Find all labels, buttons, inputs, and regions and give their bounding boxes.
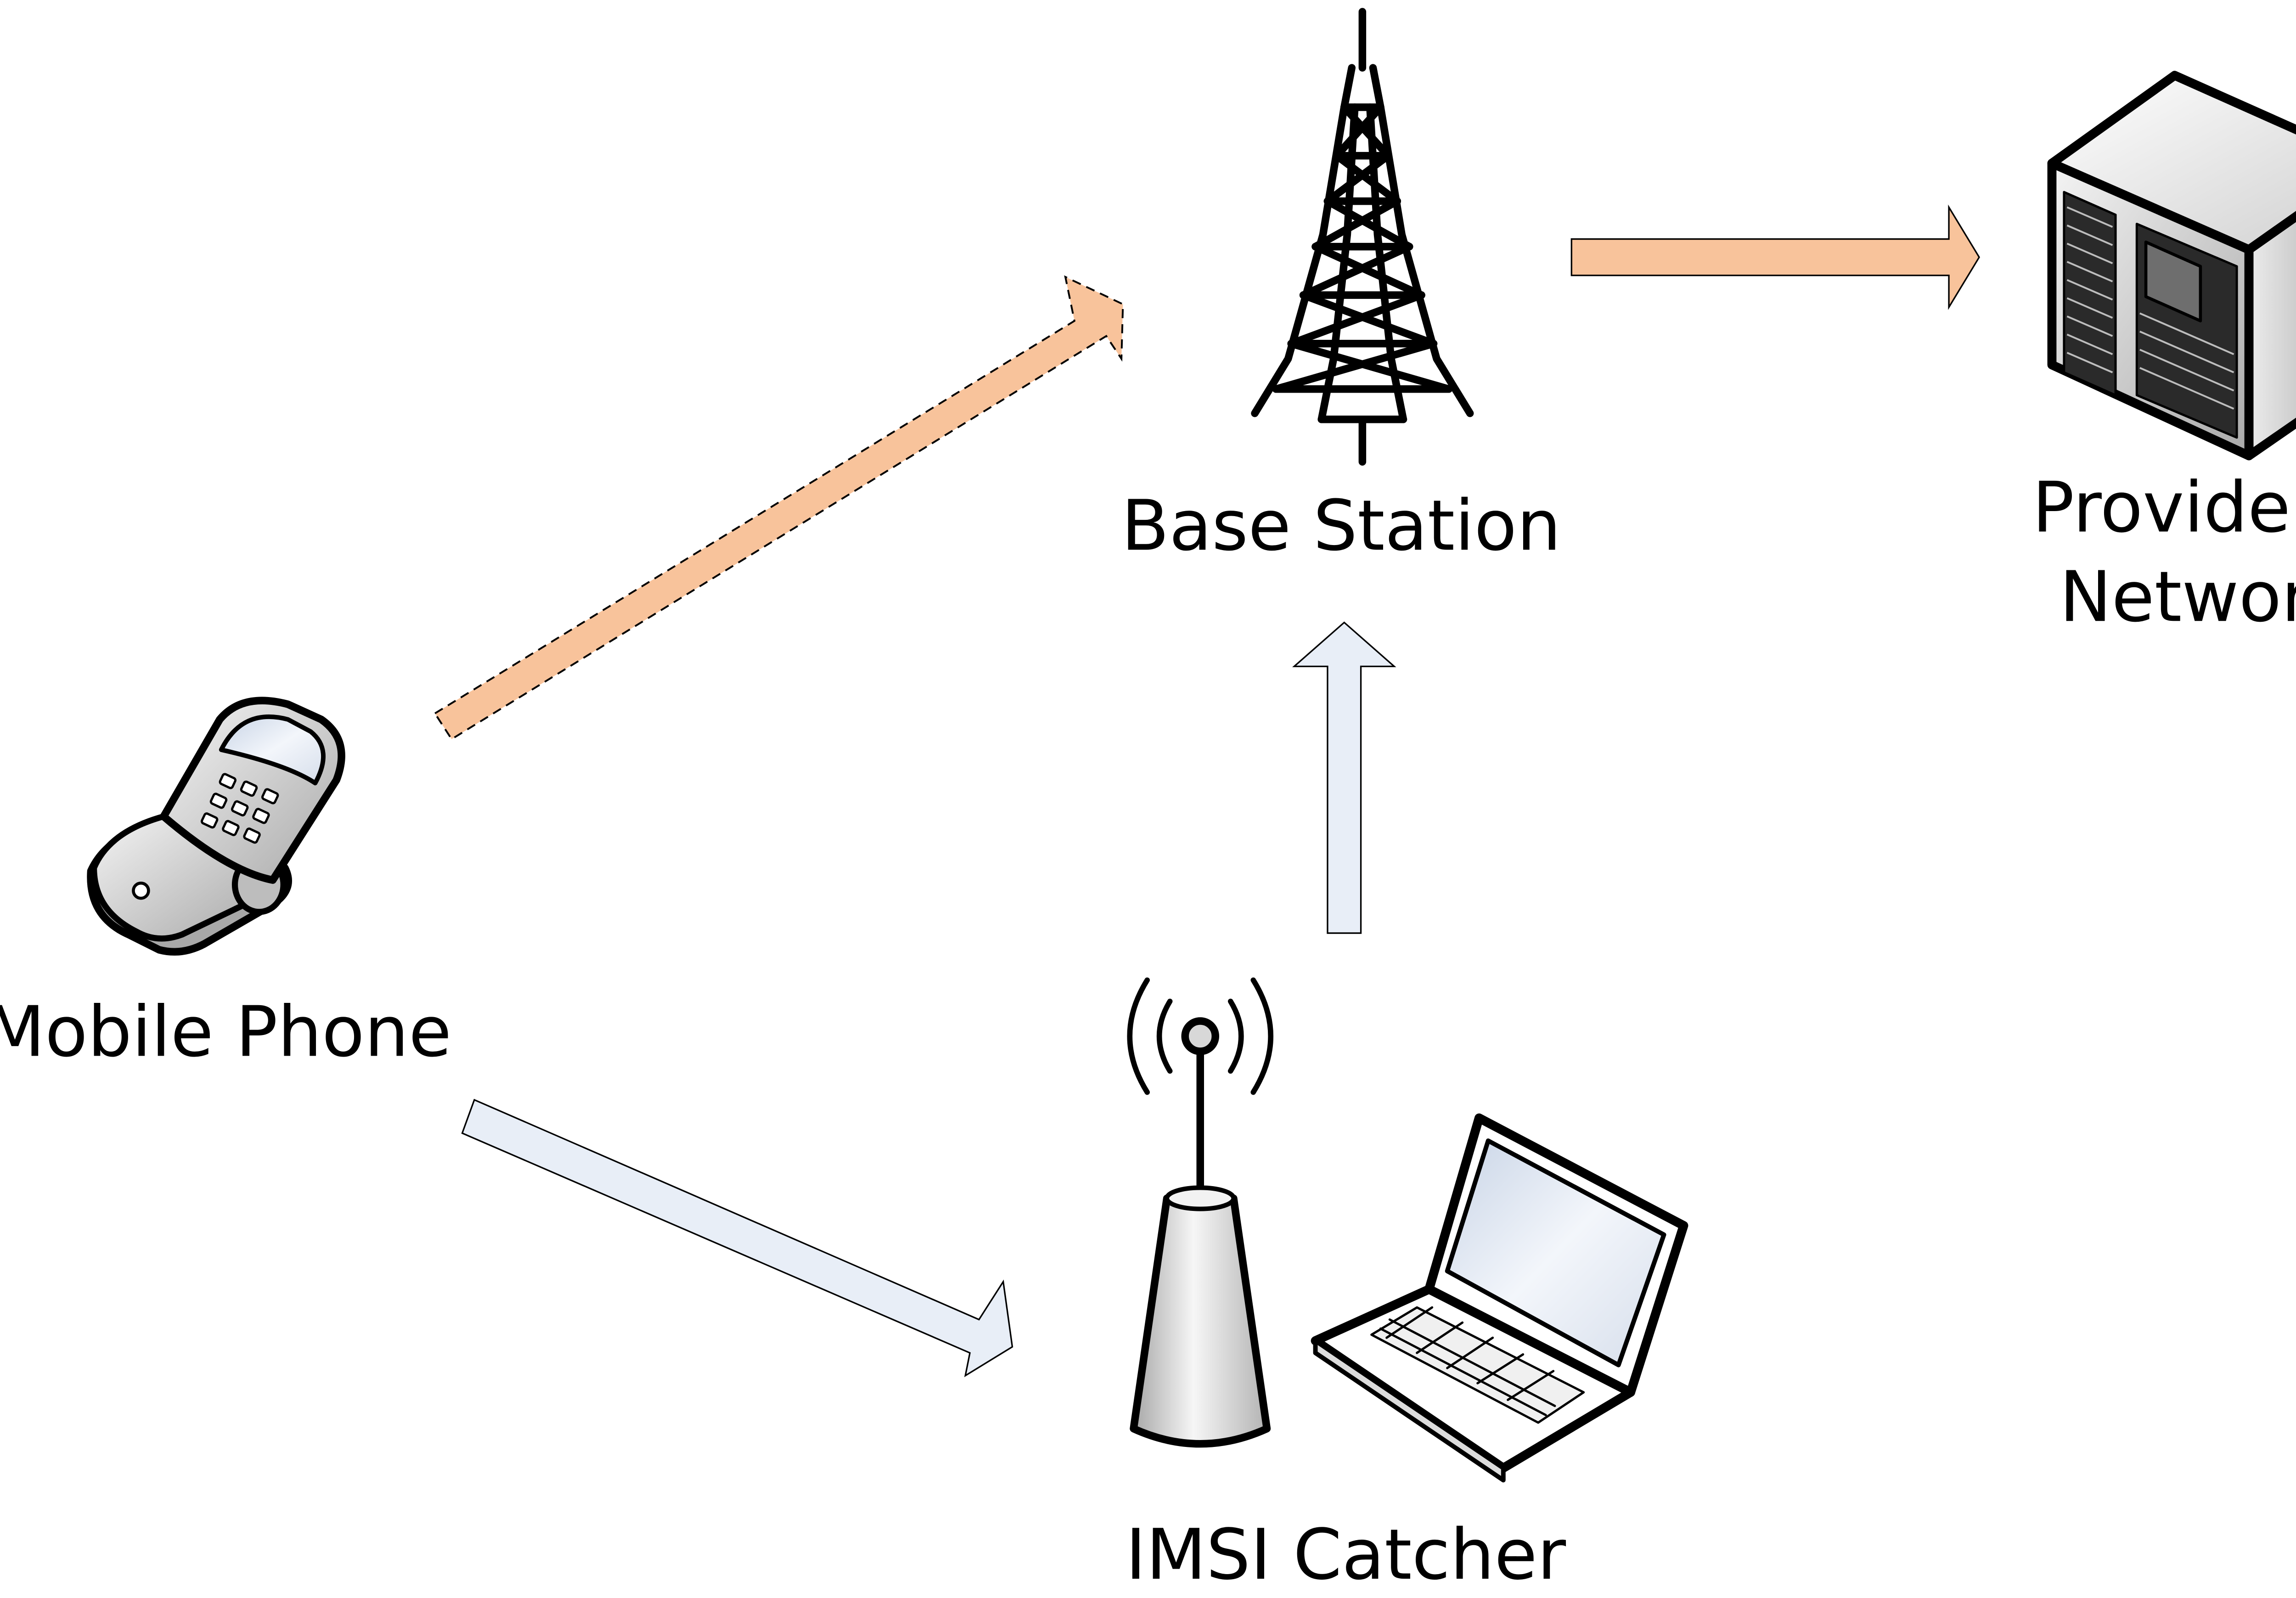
provider-network-label-line1: Provider’s xyxy=(2032,467,2296,548)
base-station-label: Base Station xyxy=(1121,485,1561,566)
arrow-base-station-to-provider xyxy=(1570,204,1980,310)
antenna-icon xyxy=(1127,977,1273,1448)
server-icon xyxy=(2047,71,2296,461)
arrow-phone-to-base-station xyxy=(433,275,1124,741)
laptop-icon xyxy=(1311,1113,1688,1483)
arrow-phone-to-imsi-catcher xyxy=(461,1098,1013,1378)
mobile-phone-icon xyxy=(87,697,345,956)
mobile-phone-label: Mobile Phone xyxy=(0,991,451,1072)
imsi-catcher-label: IMSI Catcher xyxy=(1125,1514,1566,1595)
cell-tower-icon xyxy=(1251,8,1474,466)
arrow-imsi-catcher-to-base-station xyxy=(1292,621,1396,934)
provider-network-label-line2: Network xyxy=(2060,556,2296,637)
